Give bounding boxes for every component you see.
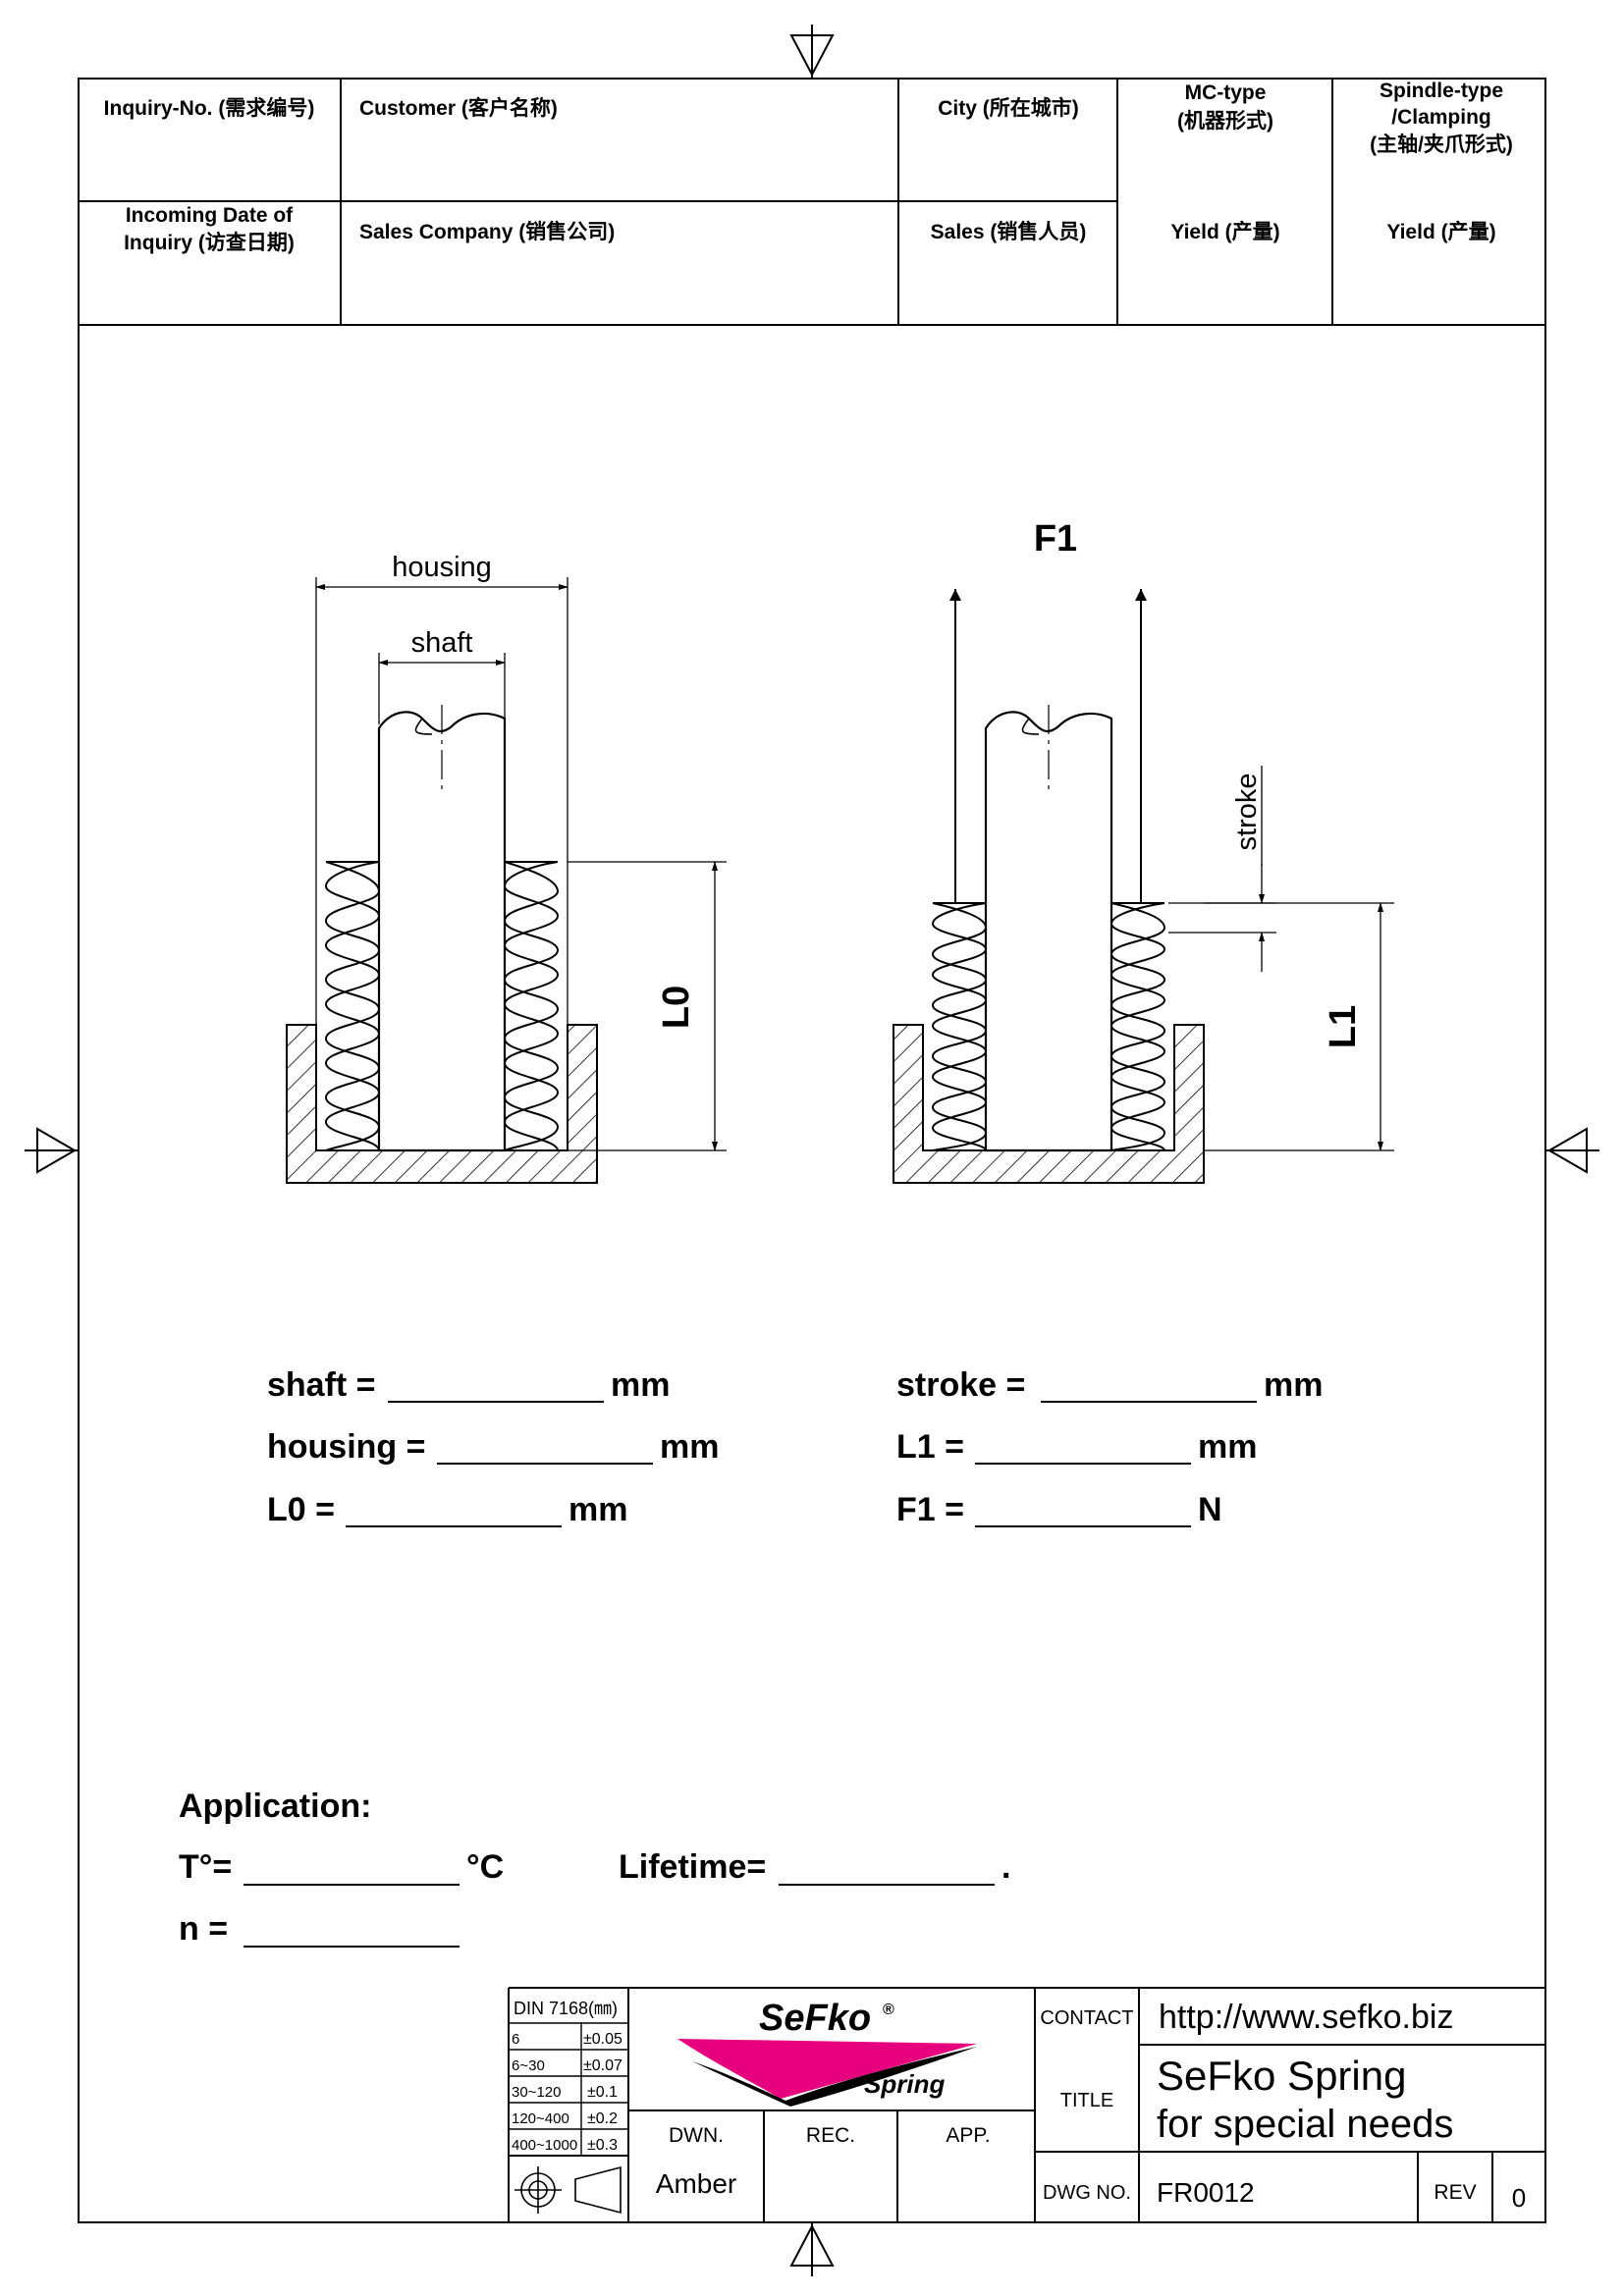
header-clamping: /Clamping [1391,106,1491,129]
title-line-1: SeFko Spring [1157,2053,1406,2099]
header-spindle-type: Spindle-type [1380,80,1503,102]
app-label: APP. [946,2124,990,2147]
n-label: n = [179,1910,228,1948]
sefko-logo: SeFko ® Spring [677,1998,977,2107]
l1-field-unit: mm [1198,1428,1257,1466]
tol-value-2: ±0.07 [583,2057,623,2074]
header-inquiry-no: Inquiry-No. (需求编号) [104,96,315,120]
l1-dimension-label: L1 [1323,1005,1364,1048]
l0-dimension-label: L0 [656,986,697,1029]
shaft-field-label: shaft = [267,1366,376,1404]
l1-field-label: L1 = [896,1428,964,1466]
tol-range-4: 120~400 [512,2110,569,2127]
dwn-value: Amber [656,2168,736,2199]
stroke-dimension-label: stroke [1231,774,1263,851]
header-spindle-cn: (主轴/夹爪形式) [1370,133,1513,156]
din-title: DIN 7168(㎜) [514,1999,618,2018]
application-fields: Application: T°= °C Lifetime= . n = [179,1788,1010,1948]
spring-diagram-free [286,577,727,1184]
title-block-grid [508,1987,1545,2222]
dwg-no-label: DWG NO. [1043,2182,1131,2204]
shaft-field-unit: mm [611,1366,670,1404]
header-mc-type-cn: (机器形式) [1177,109,1273,133]
rev-label: REV [1434,2181,1476,2204]
projection-symbol-icon [514,2165,622,2215]
header-customer: Customer (客户名称) [359,96,558,120]
housing-field-label: housing = [267,1428,426,1466]
header-sales: Sales (销售人员) [931,220,1087,243]
temperature-unit: °C [466,1848,504,1886]
logo-text: SeFko [759,1998,871,2039]
title-line-2: for special needs [1157,2103,1453,2146]
rev-value: 0 [1512,2183,1526,2213]
spring-coils-right [503,861,560,1151]
logo-subtext: Spring [864,2069,945,2099]
header-city: City (所在城市) [938,96,1079,120]
tol-value-5: ±0.3 [587,2137,618,2154]
lifetime-suffix: . [1001,1848,1010,1886]
tol-value-1: ±0.05 [583,2031,623,2048]
title-label: TITLE [1060,2090,1113,2111]
header-yield-spindle: Yield (产量) [1386,220,1495,243]
tol-range-1: 6 [512,2031,519,2048]
shaft-left [377,711,507,1152]
f1-force-label: F1 [1034,518,1077,560]
logo-swoosh-icon [677,2039,977,2099]
f1-field-label: F1 = [896,1491,964,1528]
stroke-field-label: stroke = [896,1366,1025,1404]
din-tolerance-table: DIN 7168(㎜) 6 ±0.05 6~30 ±0.07 30~120 ±0… [512,1999,623,2154]
header-sales-company: Sales Company (销售公司) [359,220,615,243]
housing-field-unit: mm [660,1428,719,1466]
stroke-field-unit: mm [1264,1366,1323,1404]
centering-marks [25,25,1599,2276]
spring-coils-compressed-left [931,902,988,1151]
rec-label: REC. [806,2124,855,2147]
f1-field-unit: N [1198,1491,1222,1528]
tol-value-4: ±0.2 [587,2110,618,2127]
header-grid [79,79,1545,326]
tol-value-3: ±0.1 [587,2084,618,2101]
tol-range-2: 6~30 [512,2057,545,2074]
dwn-label: DWN. [669,2124,724,2147]
spring-coils-left [324,861,381,1151]
spring-diagram-loaded [893,589,1394,1184]
lifetime-label: Lifetime= [619,1848,766,1886]
header-yield-mc: Yield (产量) [1170,220,1279,243]
header-mc-type: MC-type [1185,81,1267,104]
contact-label: CONTACT [1040,2007,1133,2029]
tol-range-5: 400~1000 [512,2137,577,2154]
housing-dimension-label: housing [392,552,492,583]
spring-coils-compressed-right [1110,902,1166,1151]
contact-url[interactable]: http://www.sefko.biz [1159,1999,1453,2036]
header-incoming-date: Incoming Date of [126,204,294,227]
shaft-right [984,711,1113,1152]
temperature-label: T°= [179,1848,232,1886]
application-title: Application: [179,1788,371,1825]
l0-field-label: L0 = [267,1491,335,1528]
dimension-fields: shaft = mm housing = mm L0 = mm stroke =… [267,1366,1323,1528]
l0-field-unit: mm [568,1491,627,1528]
shaft-dimension-label: shaft [411,627,473,659]
header-inquiry-date-cn: Inquiry (访查日期) [124,231,295,254]
dwg-no-value: FR0012 [1157,2177,1255,2208]
tol-range-3: 30~120 [512,2084,561,2101]
logo-registered: ® [883,2002,894,2018]
